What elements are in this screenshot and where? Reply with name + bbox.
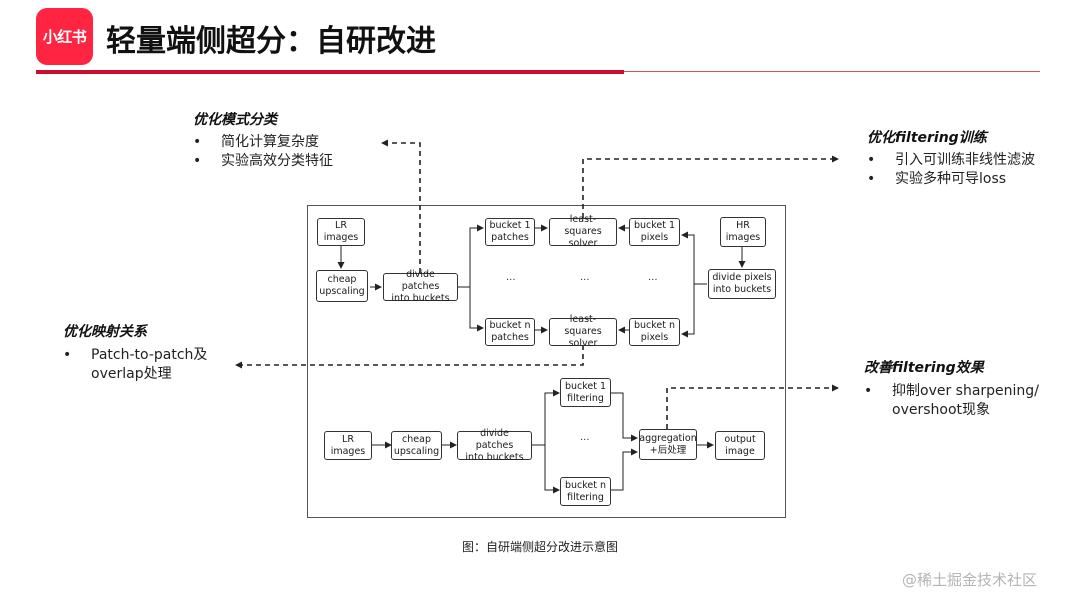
bottom-cheap-upscaling-node: cheap upscaling	[391, 431, 442, 460]
note-filtering-train-heading: 优化filtering训练	[867, 130, 987, 146]
note-filtering-train-list: 引入可训练非线性滤波 实验多种可导loss	[867, 151, 1067, 189]
note-classify-item-1: 简化计算复杂度	[193, 133, 393, 152]
top-bucket1-pixels-node: bucket 1 pixels	[629, 218, 680, 246]
note-classify-heading: 优化模式分类	[193, 112, 277, 128]
top-ellipsis-solver: ...	[580, 272, 590, 283]
note-mapping-item-1: Patch-to-patch及 overlap处理	[63, 346, 248, 384]
top-lr-images-node: LR images	[317, 218, 365, 246]
top-cheap-upscaling-node: cheap upscaling	[316, 270, 368, 302]
top-ls-solver-1-node: least-squares solver	[549, 214, 617, 249]
top-divide-pixels-node: divide pixels into buckets	[708, 269, 776, 299]
bottom-bucketn-filtering-node: bucket n filtering	[560, 477, 611, 506]
top-ellipsis-pixels: ...	[648, 272, 658, 283]
note-filtering-train-item-1: 引入可训练非线性滤波	[867, 151, 1067, 170]
diagram-frame	[307, 205, 786, 518]
note-classify-item-2: 实验高效分类特征	[193, 152, 393, 171]
top-bucketn-pixels-node: bucket n pixels	[629, 318, 680, 346]
note-filtering-effect-heading: 改善filtering效果	[864, 360, 984, 376]
top-ellipsis-patches: ...	[506, 272, 516, 283]
title-underline-thin	[624, 71, 1040, 72]
note-filtering-effect-list: 抑制over sharpening/ overshoot现象	[864, 382, 1064, 420]
top-bucketn-patches-node: bucket n patches	[485, 318, 535, 346]
note-mapping-heading: 优化映射关系	[63, 324, 147, 340]
note-mapping-list: Patch-to-patch及 overlap处理	[63, 346, 248, 384]
xiaohongshu-logo: 小红书	[36, 8, 93, 65]
note-classify-list: 简化计算复杂度 实验高效分类特征	[193, 133, 393, 171]
bottom-ellipsis-filtering: ...	[580, 432, 590, 443]
title-underline-thick	[36, 70, 624, 74]
bottom-output-image-node: output image	[715, 431, 765, 460]
note-filtering-effect-item-1: 抑制over sharpening/ overshoot现象	[864, 382, 1064, 420]
juejin-watermark: @稀土掘金技术社区	[902, 571, 1038, 589]
note-filtering-train-item-2: 实验多种可导loss	[867, 170, 1067, 189]
bottom-aggregation-node: aggregation +后处理	[639, 429, 697, 460]
top-divide-patches-node: divide patches into buckets	[383, 269, 458, 304]
figure-caption: 图：自研端侧超分改进示意图	[462, 540, 619, 554]
bottom-divide-patches-node: divide patches into buckets	[457, 428, 532, 463]
top-hr-images-node: HR images	[720, 217, 766, 247]
page-title: 轻量端侧超分：自研改进	[106, 24, 436, 59]
top-ls-solver-n-node: least-squares solver	[549, 314, 617, 349]
top-bucket1-patches-node: bucket 1 patches	[485, 218, 535, 246]
bottom-lr-images-node: LR images	[324, 431, 372, 460]
bottom-bucket1-filtering-node: bucket 1 filtering	[560, 378, 611, 407]
